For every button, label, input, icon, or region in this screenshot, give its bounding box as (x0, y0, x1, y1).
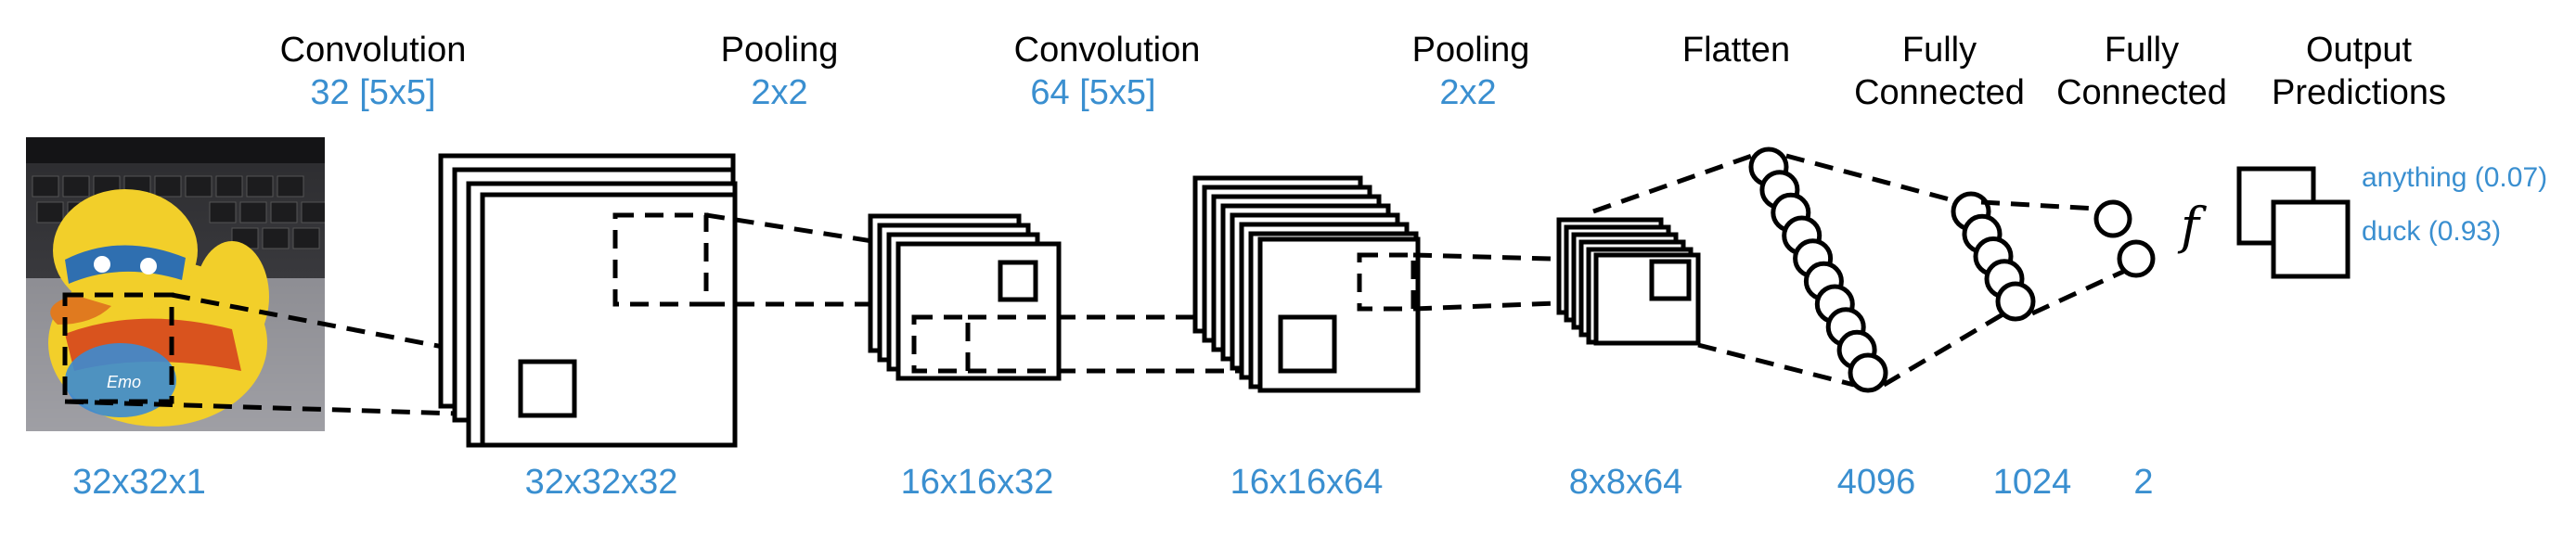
connections-pool1-conv2 (968, 314, 1281, 374)
fc1-nodes (1951, 191, 2036, 322)
prediction-labels: anything (0.07) duck (0.93) (2362, 162, 2547, 247)
sub-pool1: 2x2 (751, 73, 807, 112)
conv1-pool-window (612, 212, 709, 307)
pool2-feature-maps (1556, 217, 1701, 346)
flatten-node (1848, 352, 1888, 393)
fc2-node (2093, 199, 2132, 238)
header-fc2-line1: Fully (2105, 31, 2179, 70)
dim-pool1: 16x16x32 (901, 463, 1054, 502)
conv2-feature-maps (1192, 175, 1421, 393)
fc2-node (2117, 239, 2156, 278)
header-flatten: Flatten (1682, 31, 1790, 70)
header-conv2: Convolution (1014, 31, 1201, 70)
pool1-feature-maps (868, 213, 1062, 381)
dim-input: 32x32x1 (72, 463, 206, 502)
connections-pool2-flatten (1592, 153, 1855, 388)
fc2-nodes (2093, 199, 2156, 278)
activation-function-symbol: f (2177, 197, 2207, 255)
pool1-conv-window (911, 314, 971, 374)
flatten-nodes (1748, 147, 1888, 393)
header-pool2: Pooling (1412, 31, 1530, 70)
output-nodes (2236, 166, 2351, 279)
sub-conv2: 64 [5x5] (1030, 73, 1155, 112)
dim-conv2: 16x16x64 (1230, 463, 1384, 502)
connections-fc1-fc2 (1980, 199, 2127, 316)
header-pool1: Pooling (721, 31, 839, 70)
input-receptive-field (62, 292, 174, 404)
conv1-feature-maps (438, 153, 738, 448)
header-conv1: Convolution (280, 31, 467, 70)
prediction-anything: anything (0.07) (2362, 162, 2547, 193)
connections-conv2-pool2 (1412, 252, 1653, 312)
pool2-kernel (1649, 259, 1692, 301)
conv1-kernel (518, 359, 577, 418)
dim-fc2: 2 (2133, 463, 2153, 502)
stage-headers: Convolution Pooling Convolution Pooling … (280, 31, 2446, 112)
dim-flatten: 4096 (1837, 463, 1916, 502)
connections-flatten-fc1 (1785, 153, 2006, 388)
svg-text:Emo: Emo (107, 373, 141, 391)
conv2-kernel (1278, 314, 1337, 374)
input-image: Emo (26, 137, 325, 431)
header-output-line1: Output (2306, 31, 2413, 70)
header-output-line2: Predictions (2272, 73, 2446, 112)
fc1-node (1995, 281, 2036, 322)
conv2-pool-window (1357, 252, 1416, 312)
header-fc1-line2: Connected (1854, 73, 2025, 112)
header-fc2-line2: Connected (2056, 73, 2227, 112)
connections-input-conv1 (64, 292, 522, 418)
stage-subheaders: 32 [5x5] 2x2 64 [5x5] 2x2 (310, 73, 1496, 112)
output-node-duck (2271, 199, 2351, 279)
sub-conv1: 32 [5x5] (310, 73, 435, 112)
sub-pool2: 2x2 (1439, 73, 1496, 112)
pool1-kernel (998, 260, 1038, 302)
duck-mask (65, 245, 186, 284)
dim-conv1: 32x32x32 (525, 463, 678, 502)
dim-fc1: 1024 (1993, 463, 2072, 502)
prediction-duck: duck (0.93) (2362, 216, 2501, 247)
header-fc1-line1: Fully (1902, 31, 1977, 70)
dimension-labels: 32x32x1 32x32x32 16x16x32 16x16x64 8x8x6… (72, 463, 2153, 502)
dim-pool2: 8x8x64 (1569, 463, 1683, 502)
